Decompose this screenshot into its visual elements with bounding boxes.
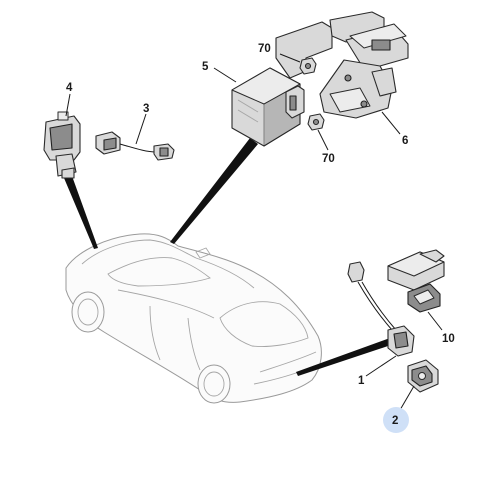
part-6-mounting-bracket: [275, 11, 409, 119]
part-10-camera-housing: [387, 249, 445, 313]
part-70-nut-lower: [307, 113, 325, 131]
callout-70-lower: 70: [322, 153, 335, 165]
part-3-sensor-cable: [95, 131, 175, 161]
car-illustration: [65, 233, 322, 404]
part-2-rear-camera: [407, 359, 439, 393]
callout-3: 3: [143, 103, 149, 115]
callout-10: 10: [442, 333, 455, 345]
callout-6: 6: [402, 135, 408, 147]
pointer-wedge-part-4: [64, 176, 98, 249]
callout-2[interactable]: 2: [392, 415, 398, 427]
part-5-control-module: [231, 67, 305, 147]
callout-4: 4: [66, 82, 73, 94]
part-4-bracket: [43, 111, 81, 179]
part-1-rear-harness: [347, 261, 415, 357]
part-70-nut-upper: [299, 57, 317, 75]
callout-5: 5: [202, 61, 209, 73]
pointer-wedge-part-1: [296, 338, 394, 376]
callout-2-highlight-badge[interactable]: [383, 407, 409, 433]
pointer-wedges: [64, 138, 394, 376]
callout-70-upper: 70: [258, 43, 271, 55]
callout-1: 1: [358, 375, 365, 387]
pointer-wedge-part-5: [170, 138, 258, 244]
